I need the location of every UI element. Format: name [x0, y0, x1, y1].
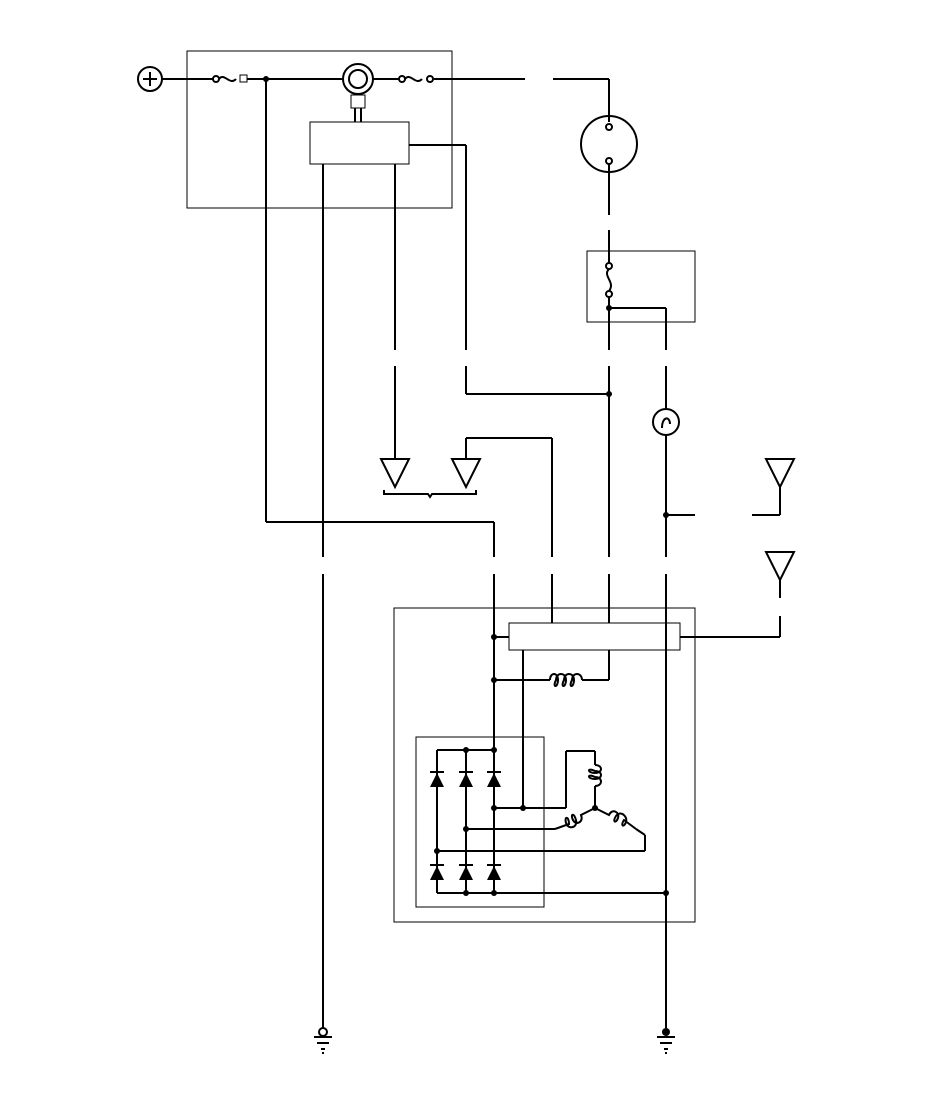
diode-lower-2 — [459, 864, 473, 880]
battery-positive-terminal — [137, 66, 163, 92]
field-coil — [549, 673, 583, 687]
ignition-switch — [580, 115, 638, 215]
fuse-right — [398, 75, 434, 83]
main-power-wire — [162, 78, 610, 122]
main-fuse-left — [212, 74, 248, 83]
fuse-box-control-module — [309, 121, 410, 165]
diode-upper-3 — [487, 771, 501, 787]
stator-windings — [437, 750, 646, 852]
diode-lower-1 — [430, 864, 444, 880]
alternator-internal-wiring — [491, 634, 610, 808]
alternator-assembly — [393, 607, 696, 923]
ground-icon — [314, 1027, 332, 1054]
battery-post-ring-terminal — [342, 63, 374, 122]
rectifier-bridge — [415, 736, 545, 908]
fuse-relay-block-lower — [586, 250, 696, 323]
connector-pair — [379, 437, 553, 623]
diode-lower-3 — [487, 864, 501, 880]
fuse-relay-block-fuse — [605, 230, 667, 350]
voltage-regulator — [508, 622, 681, 651]
control-module-wires — [394, 144, 609, 458]
charging-indicator-lamp — [652, 366, 695, 1028]
battery-to-alternator-wire — [263, 76, 495, 808]
connector-right-upper — [752, 458, 796, 516]
ignition-wire — [606, 366, 612, 623]
connector-right-lower — [680, 551, 796, 638]
diode-upper-1 — [430, 771, 444, 787]
underhood-fuse-relay-box — [186, 50, 453, 209]
rectifier-diodes — [430, 747, 669, 896]
diode-upper-2 — [459, 771, 473, 787]
ground-icon — [657, 1028, 675, 1054]
